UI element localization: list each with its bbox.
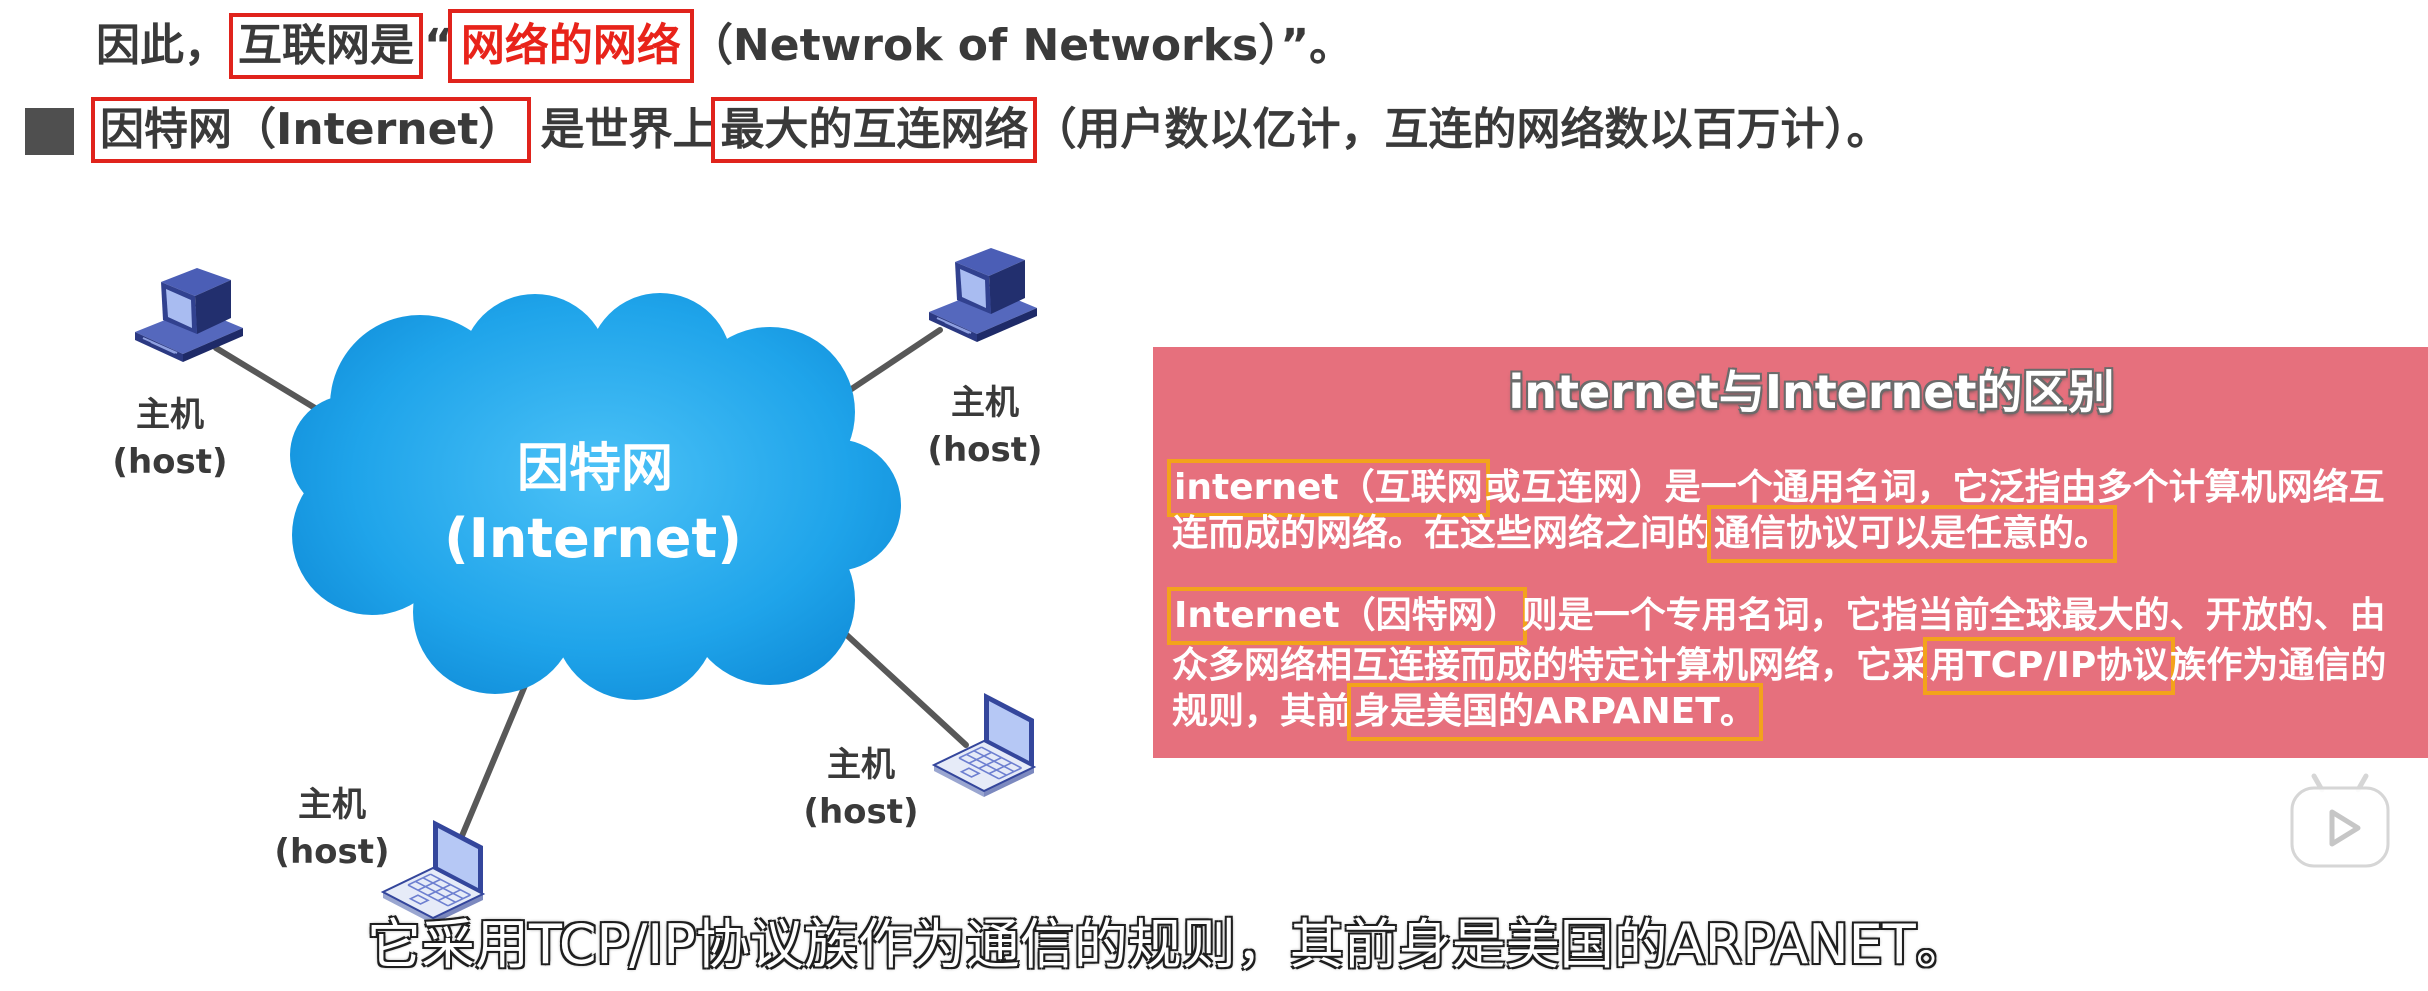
- highlight-text: 用TCP/IP协议: [1923, 637, 2176, 695]
- highlight-text: Internet（因特网）: [1167, 587, 1527, 645]
- host-label: 主机: [827, 745, 895, 785]
- heading-line-1: 因此， 互联网是 “ 网络的网络 （Netwrok of Networks）”。: [96, 9, 1354, 83]
- host-sublabel: (host): [274, 832, 389, 872]
- heading-line-2: 因特网（Internet） 是世界上 最大的互连网络 （用户数以亿计，互连的网络…: [90, 97, 1891, 163]
- paragraph-2-line: 众多网络相互连接而成的特定计算机网络，它采 用TCP/IP协议 族作为通信的: [1172, 637, 2387, 695]
- network-diagram: 因特网 (Internet) 主机 (host) 主机 (host) 主机 (h…: [112, 247, 1043, 925]
- highlight-network-of-networks: 网络的网络: [447, 9, 694, 83]
- highlight-internet-name: 因特网（Internet）: [90, 97, 532, 163]
- paragraph-text: 众多网络相互连接而成的特定计算机网络，它采: [1172, 645, 1929, 686]
- laptop-computer-icon: [933, 692, 1035, 798]
- host-label: 主机: [298, 785, 366, 825]
- cloud-label: 因特网: [517, 439, 673, 499]
- host-sublabel: (host): [803, 792, 918, 832]
- panel-title: internet与Internet的区别: [1508, 365, 2115, 419]
- highlight-text: 通信协议可以是任意的。: [1707, 505, 2118, 563]
- highlight-internet-is: 互联网是: [229, 13, 423, 79]
- paragraph-text: 族作为通信的: [2170, 645, 2387, 686]
- desktop-computer-icon: [928, 247, 1038, 343]
- square-bullet-icon: [25, 108, 74, 155]
- cloud-sublabel: (Internet): [444, 507, 742, 570]
- play-icon[interactable]: [2288, 770, 2392, 871]
- paragraph-1-line: 连而成的网络。在这些网络之间的 通信协议可以是任意的。: [1172, 505, 2118, 563]
- host-sublabel: (host): [927, 430, 1042, 470]
- comparison-panel: internet与Internet的区别 internet（互联网 或互连网）是…: [1153, 347, 2428, 758]
- open-quote: “: [424, 20, 453, 71]
- laptop-computer-icon: [382, 819, 484, 925]
- highlight-largest-network: 最大的互连网络: [711, 97, 1038, 163]
- paragraph-1-line: internet（互联网 或互连网）是一个通用名词，它泛指由多个计算机网络互: [1167, 459, 2385, 517]
- paragraph-text: 连而成的网络。在这些网络之间的: [1172, 513, 1713, 554]
- host-sublabel: (host): [112, 442, 227, 482]
- highlight-text: internet（互联网: [1167, 459, 1490, 517]
- desktop-computer-icon: [134, 267, 244, 363]
- highlight-text: 身是美国的ARPANET。: [1347, 683, 1763, 741]
- paragraph-2-line: 规则，其前 身是美国的ARPANET。: [1172, 683, 1763, 741]
- internet-cloud: [270, 270, 930, 730]
- line1-prefix: 因此，: [96, 20, 228, 71]
- paragraph-2-line: Internet（因特网） 则是一个专用名词，它指当前全球最大的、开放的、由: [1167, 587, 2386, 645]
- paragraph-text: 则是一个专用名词，它指当前全球最大的、开放的、由: [1521, 595, 2386, 636]
- paragraph-text: 规则，其前: [1172, 691, 1353, 732]
- video-subtitle: 它采用TCP/IP协议族作为通信的规则，其前身是美国的ARPANET。: [367, 913, 1970, 976]
- line1-suffix: （Netwrok of Networks）”。: [688, 20, 1354, 71]
- host-label: 主机: [136, 395, 204, 435]
- line2-middle: 是世界上: [540, 104, 717, 155]
- play-button[interactable]: [2288, 770, 2392, 871]
- line2-suffix: （用户数以亿计，互连的网络数以百万计）。: [1032, 104, 1891, 155]
- paragraph-text: 或互连网）是一个通用名词，它泛指由多个计算机网络互: [1484, 467, 2385, 508]
- host-label: 主机: [951, 383, 1019, 423]
